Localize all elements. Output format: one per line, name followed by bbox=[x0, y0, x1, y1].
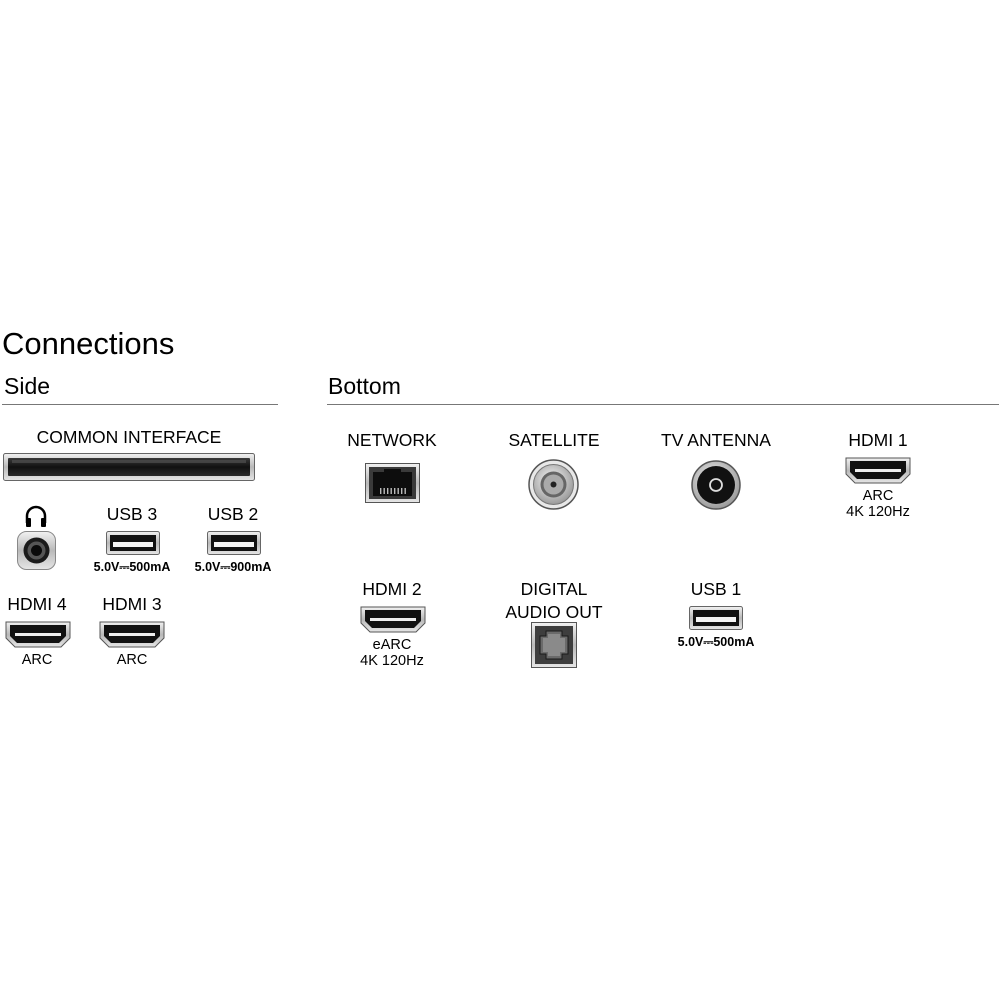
digital-audio-label-line2: AUDIO OUT bbox=[505, 602, 603, 622]
section-heading-side: Side bbox=[4, 373, 51, 399]
tv-antenna-label: TV ANTENNA bbox=[661, 430, 771, 450]
bottom-divider bbox=[327, 404, 999, 405]
hdmi4-port-icon bbox=[5, 620, 71, 648]
tv-antenna-connector-icon bbox=[691, 460, 741, 510]
usb2-spec: 5.0V⎓900mA bbox=[194, 560, 272, 574]
usb2-label: USB 2 bbox=[207, 504, 259, 524]
hdmi2-port-icon bbox=[360, 605, 426, 633]
digital-audio-label-line1: DIGITAL bbox=[520, 579, 588, 599]
hdmi2-label: HDMI 2 bbox=[362, 579, 422, 599]
network-label: NETWORK bbox=[347, 430, 437, 450]
common-interface-label: COMMON INTERFACE bbox=[36, 427, 222, 447]
usb1-label: USB 1 bbox=[690, 579, 742, 599]
usb3-spec: 5.0V⎓500mA bbox=[93, 560, 171, 574]
headphone-jack-icon bbox=[17, 531, 56, 570]
hdmi3-sub: ARC bbox=[116, 652, 148, 668]
hdmi4-label: HDMI 4 bbox=[7, 594, 67, 614]
common-interface-slot-icon bbox=[3, 453, 255, 481]
optical-audio-port-icon bbox=[531, 622, 577, 668]
usb3-port-icon bbox=[106, 531, 160, 555]
satellite-label: SATELLITE bbox=[508, 430, 600, 450]
hdmi1-port-icon bbox=[845, 456, 911, 484]
hdmi1-sub-4k: 4K 120Hz bbox=[846, 504, 910, 520]
page-title: Connections bbox=[2, 326, 175, 361]
usb2-port-icon bbox=[207, 531, 261, 555]
hdmi3-label: HDMI 3 bbox=[102, 594, 162, 614]
usb3-label: USB 3 bbox=[106, 504, 158, 524]
hdmi4-sub: ARC bbox=[21, 652, 53, 668]
section-heading-bottom: Bottom bbox=[328, 373, 401, 399]
usb1-port-icon bbox=[689, 606, 743, 630]
satellite-connector-icon bbox=[528, 459, 579, 510]
hdmi2-sub-4k: 4K 120Hz bbox=[360, 653, 424, 669]
hdmi1-label: HDMI 1 bbox=[848, 430, 908, 450]
hdmi1-sub-arc: ARC bbox=[862, 488, 894, 504]
headphone-icon bbox=[24, 504, 48, 528]
usb1-spec: 5.0V⎓500mA bbox=[677, 635, 755, 649]
ethernet-port-icon bbox=[365, 463, 420, 503]
hdmi3-port-icon bbox=[99, 620, 165, 648]
side-divider bbox=[2, 404, 278, 405]
hdmi2-sub-earc: eARC bbox=[372, 637, 412, 653]
